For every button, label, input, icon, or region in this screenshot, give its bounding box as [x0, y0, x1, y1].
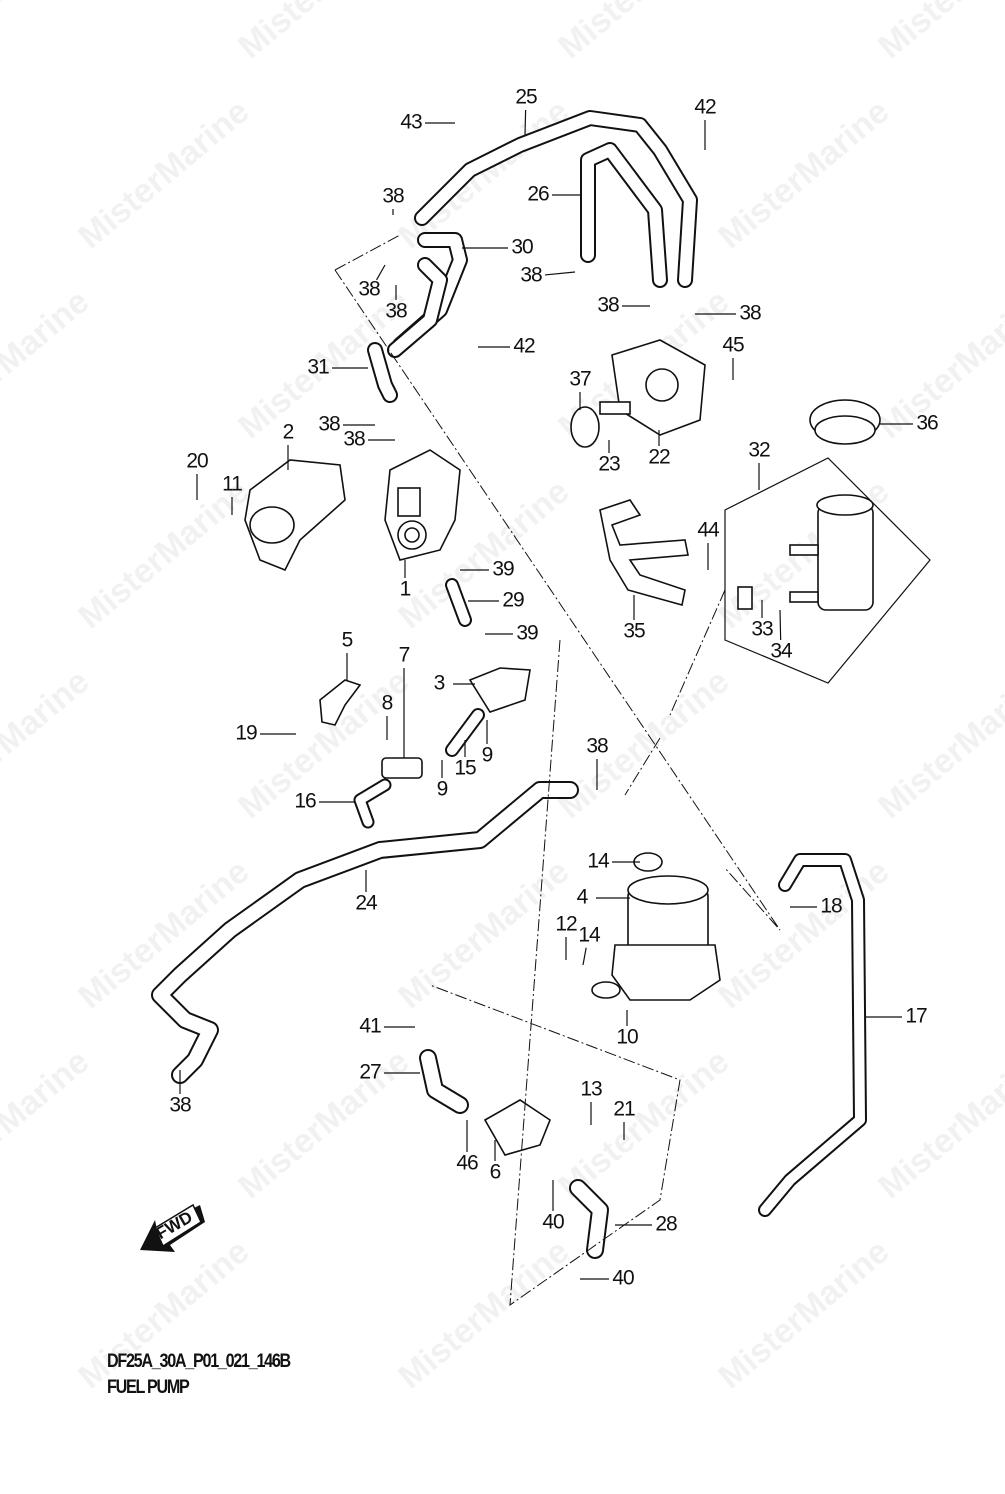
callout-4: 4 — [577, 886, 589, 909]
callout-38: 38 — [318, 413, 340, 436]
callout-44: 44 — [697, 519, 720, 542]
callout-38: 38 — [169, 1094, 191, 1117]
callout-1: 1 — [400, 578, 411, 601]
callout-39: 39 — [492, 558, 514, 581]
callout-20: 20 — [186, 450, 208, 473]
callout-7: 7 — [399, 644, 410, 667]
callout-14: 14 — [587, 850, 610, 873]
fwd-arrow-icon: FWD — [140, 1203, 205, 1252]
callout-30: 30 — [511, 236, 533, 259]
leader-line — [376, 264, 386, 281]
hose-31 — [367, 342, 398, 403]
callout-5: 5 — [342, 629, 353, 652]
callout-22: 22 — [648, 446, 670, 469]
hose-25 — [414, 110, 698, 288]
fuel-pump-4 — [591, 852, 721, 1001]
callout-23: 23 — [598, 453, 620, 476]
hose-17 — [758, 853, 867, 1217]
callout-38: 38 — [520, 264, 542, 287]
callout-38: 38 — [586, 735, 608, 758]
callout-9: 9 — [482, 744, 493, 767]
tee-7 — [381, 757, 423, 779]
valve-3 — [468, 667, 531, 713]
hose-27 — [419, 1049, 469, 1114]
diagram-code: DF25A_30A_P01_021_146B — [107, 1351, 291, 1372]
clamp-36 — [809, 399, 881, 445]
callout-42: 42 — [694, 96, 716, 119]
callout-24: 24 — [355, 892, 378, 915]
callout-46: 46 — [456, 1152, 478, 1175]
callout-2: 2 — [283, 421, 294, 444]
callout-38: 38 — [739, 302, 761, 325]
callout-38: 38 — [597, 294, 619, 317]
diagram-title: FUEL PUMP — [107, 1377, 190, 1398]
callout-3: 3 — [434, 672, 445, 695]
callout-39: 39 — [516, 622, 538, 645]
callout-35: 35 — [623, 620, 645, 643]
callout-25: 25 — [515, 86, 537, 109]
callout-38: 38 — [385, 300, 407, 323]
callout-31: 31 — [307, 356, 329, 379]
pump-22 — [570, 339, 706, 448]
callout-9: 9 — [437, 778, 448, 801]
hose-24 — [151, 781, 579, 1084]
callout-21: 21 — [613, 1098, 635, 1121]
callout-10: 10 — [616, 1026, 638, 1049]
callout-37: 37 — [569, 368, 591, 391]
callout-41: 41 — [359, 1015, 381, 1038]
callout-28: 28 — [655, 1213, 677, 1236]
callout-6: 6 — [490, 1161, 501, 1184]
callout-27: 27 — [359, 1061, 381, 1084]
callout-14: 14 — [578, 924, 601, 947]
callout-45: 45 — [722, 334, 744, 357]
callout-8: 8 — [382, 692, 393, 715]
callout-19: 19 — [235, 722, 257, 745]
valve-6 — [483, 1099, 551, 1156]
fuel-pump-body-1 — [384, 449, 461, 561]
hose-26 — [580, 142, 668, 288]
callout-26: 26 — [527, 183, 549, 206]
callout-43: 43 — [400, 111, 422, 134]
callout-38: 38 — [343, 428, 365, 451]
callout-40: 40 — [542, 1211, 564, 1234]
fuel-filter-32 — [724, 457, 931, 684]
callout-36: 36 — [916, 412, 938, 435]
callout-42: 42 — [513, 335, 535, 358]
callout-12: 12 — [555, 913, 577, 936]
hose-15 — [445, 708, 485, 757]
callout-17: 17 — [905, 1005, 927, 1028]
hose-30 — [387, 232, 468, 358]
bracket-35 — [599, 499, 689, 607]
bracket-5 — [319, 679, 362, 726]
leader-line — [544, 271, 576, 276]
hose-28 — [569, 1179, 609, 1259]
callout-29: 29 — [502, 589, 524, 612]
callout-34: 34 — [770, 640, 793, 663]
callout-13: 13 — [580, 1078, 602, 1101]
callout-38: 38 — [382, 185, 404, 208]
leader-line — [524, 109, 527, 136]
hose-29 — [445, 578, 472, 627]
callout-16: 16 — [294, 790, 316, 813]
callout-33: 33 — [751, 618, 773, 641]
assembly-lines — [334, 234, 781, 1307]
callout-15: 15 — [454, 757, 476, 780]
callout-38: 38 — [358, 278, 380, 301]
callout-18: 18 — [820, 895, 842, 918]
leader-line — [582, 947, 587, 966]
hose-16 — [353, 778, 392, 829]
callout-32: 32 — [748, 439, 770, 462]
callout-40: 40 — [612, 1267, 634, 1290]
callout-11: 11 — [222, 473, 242, 496]
manifold-2 — [244, 459, 346, 572]
leader-line — [779, 609, 782, 641]
